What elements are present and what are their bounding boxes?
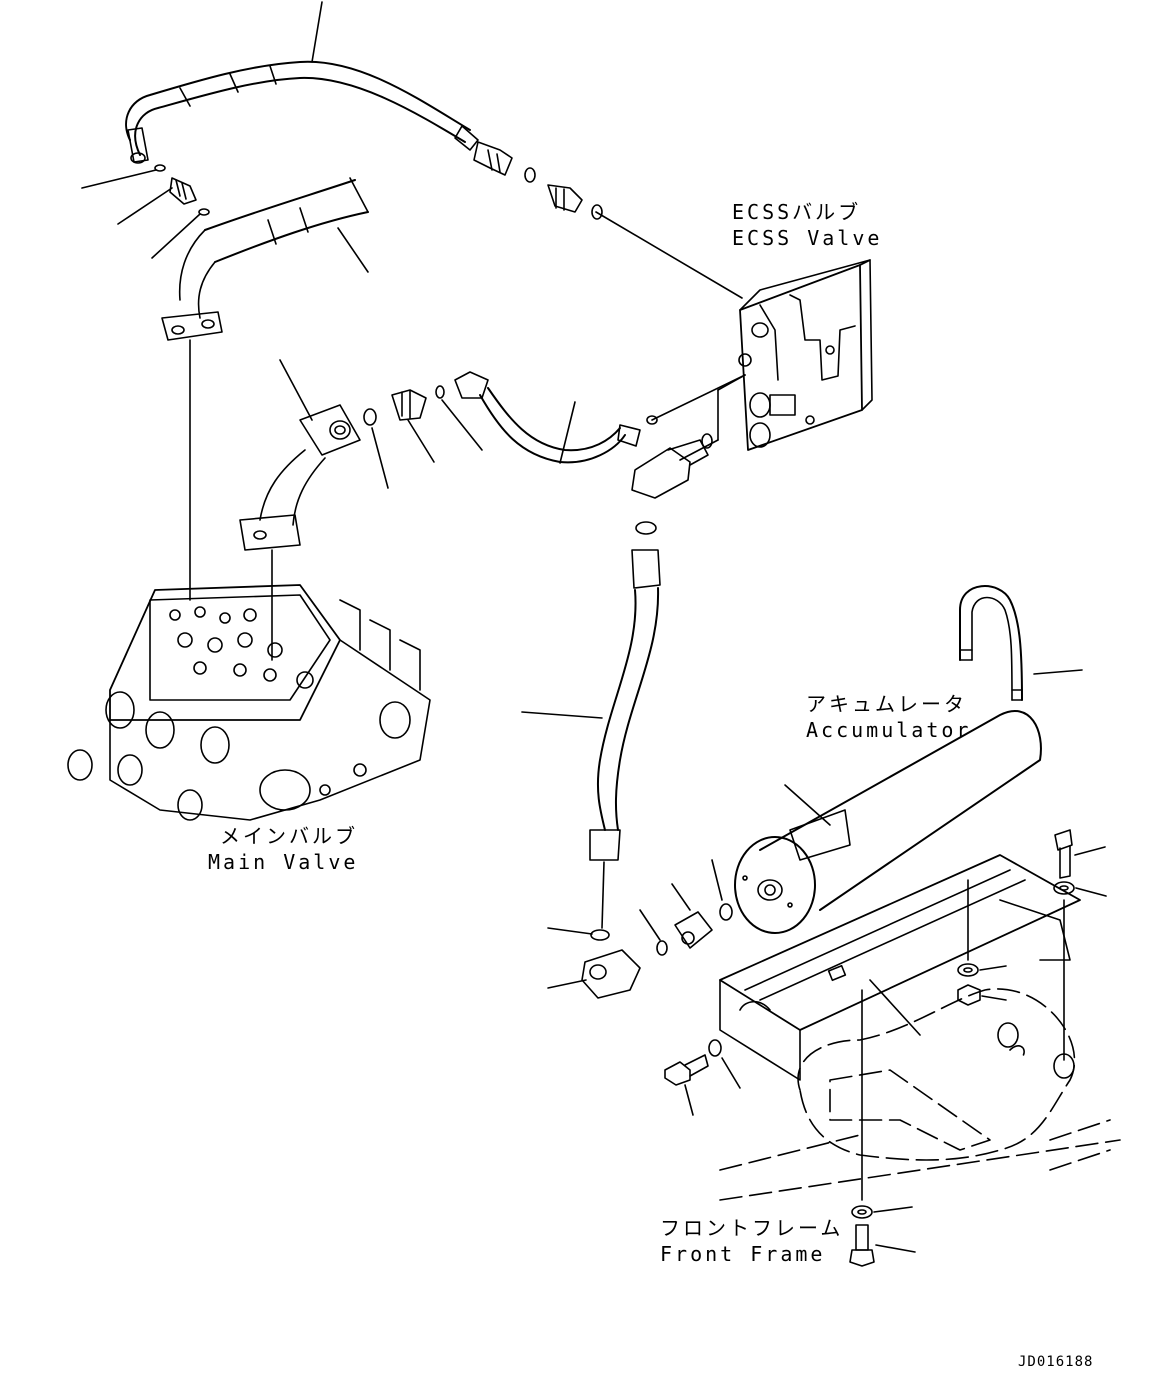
bracket-bolt (665, 1040, 740, 1115)
right-elbow (632, 434, 718, 498)
bottom-fittings (548, 860, 732, 998)
vertical-hose (522, 522, 660, 928)
front-frame-label-jp: フロントフレーム (660, 1216, 844, 1240)
bracket (720, 855, 1080, 1200)
frame-hole (998, 1023, 1018, 1047)
accumulator (735, 711, 1041, 933)
right-hardware (958, 830, 1106, 1078)
u-bolt (960, 586, 1082, 700)
top-left-fittings (82, 165, 209, 258)
accumulator-label-jp: アキュムレータ (806, 692, 967, 716)
top-hose (126, 62, 512, 175)
ecss-leader (596, 212, 742, 298)
frame-bolt (850, 1206, 915, 1266)
main-valve-label-en: Main Valve (208, 850, 359, 874)
main-valve (68, 585, 430, 820)
ecss-valve (718, 260, 872, 450)
top-centre-fittings (525, 168, 602, 219)
main-valve-label-jp: メインバルブ (220, 824, 358, 848)
top-hose-leader (312, 2, 322, 62)
middle-elbow (240, 360, 360, 660)
front-frame (720, 989, 1120, 1200)
ecss-valve-label-en: ECSS Valve (732, 226, 883, 250)
front-frame-label-en: Front Frame (660, 1242, 826, 1266)
ecss-valve-label-jp: ECSSバルブ (732, 200, 862, 224)
accumulator-label-en: Accumulator (806, 718, 972, 742)
drawing-id: JD016188 (1018, 1354, 1094, 1370)
ecss-small-hose (455, 372, 745, 463)
middle-fittings (364, 386, 482, 488)
left-hose-flange (162, 178, 368, 600)
